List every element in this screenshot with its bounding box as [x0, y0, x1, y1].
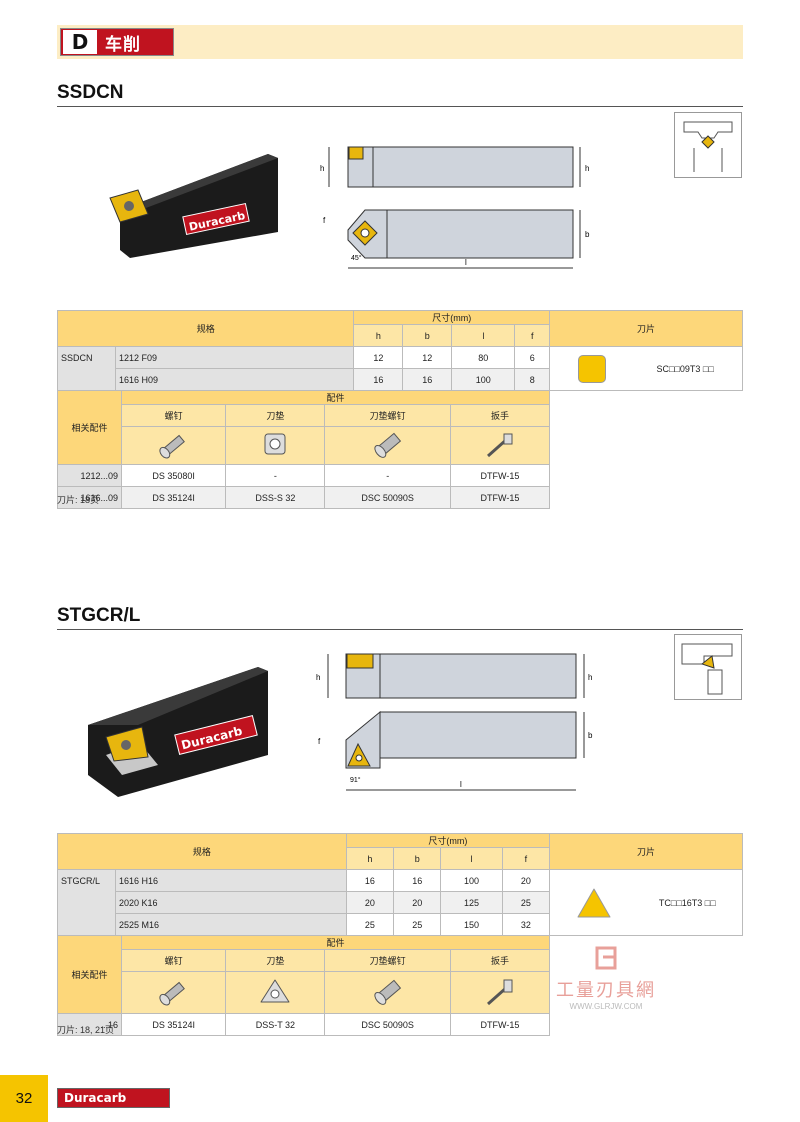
drawing-ssdcn: h h f b l 45°	[320, 146, 590, 269]
table-row: 2525 M16 25 25 150 32	[58, 913, 743, 936]
wrench-icon	[449, 426, 551, 465]
th-size: 尺寸(mm)	[353, 310, 550, 325]
shim-icon	[225, 971, 326, 1014]
watermark-text: 工量刃具網	[556, 980, 656, 1000]
footer-brand-logo: Duracarb	[57, 1088, 170, 1108]
table-row: STGCR/L 1616 H16 16 16 100 20 TC□□16T3 □…	[57, 869, 743, 936]
shim-icon	[225, 426, 326, 465]
screw-icon	[121, 740, 131, 750]
series-name: SSDCN	[57, 346, 116, 391]
section-title-stgcr: STGCR/L	[57, 605, 141, 626]
dim-b: b	[588, 731, 593, 740]
category-logo: D 车削	[60, 28, 174, 56]
logo-letter: D	[63, 30, 97, 54]
series-name: STGCR/L	[57, 869, 116, 936]
accessory-table-ssdcn: 相关配件 配件 螺钉 刀垫 刀垫螺钉 扳手 1212...09 DS 35080…	[57, 390, 551, 509]
th-h: h	[353, 324, 404, 347]
dim-h-right: h	[588, 673, 592, 682]
dim-h-left: h	[320, 164, 324, 173]
insert-code: TC□□16T3 □□	[658, 897, 716, 908]
watermark-url: WWW.GLRJW.COM	[569, 1002, 643, 1011]
category-label: 车削	[105, 34, 141, 55]
screw-icon	[124, 201, 134, 211]
acc-label: 相关配件	[57, 390, 122, 465]
tool-photo-stgcr: Duracarb	[88, 667, 268, 797]
dim-f: f	[323, 216, 326, 225]
page-number: 32	[0, 1075, 48, 1122]
dim-angle: 45°	[351, 254, 362, 262]
table-row: SSDCN 1212 F09 12 12 80 6 SC□□09T3 □□	[57, 346, 743, 391]
shim-screw-icon	[324, 426, 451, 465]
tool-photo-ssdcn: Duracarb	[109, 154, 278, 258]
insert-code: SC□□09T3 □□	[656, 363, 714, 374]
table-row: ...16 DS 35124I DSS-T 32 DSC 50090S DTFW…	[57, 1013, 551, 1036]
wrench-icon	[449, 971, 551, 1014]
schematic-ssdcn	[674, 112, 742, 178]
drawing-stgcr: h h f b l 91°	[316, 653, 593, 791]
dim-f: f	[318, 737, 321, 746]
section-rule	[57, 106, 743, 107]
table-row: 1212...09 DS 35080I - - DTFW-15	[57, 464, 551, 487]
shim-screw-icon	[324, 971, 451, 1014]
insert-cell: TC□□16T3 □□	[549, 869, 743, 936]
spec-table-ssdcn: 规格 尺寸(mm) 刀片 h b l f SSDCN 1212 F09 12 1…	[56, 310, 743, 391]
table-row: 1616...09 DS 35124I DSS-S 32 DSC 50090S …	[57, 486, 551, 509]
spec-table-stgcr: 规格 尺寸(mm) 刀片 h b l f STGCR/L 1616 H16 16…	[57, 833, 743, 936]
dim-l: l	[460, 780, 462, 789]
th-l: l	[451, 324, 516, 347]
dim-h-right: h	[585, 164, 589, 173]
insert-page-note: 刀片: 18, 21页	[57, 1025, 115, 1035]
th-b: b	[402, 324, 453, 347]
th-insert: 刀片	[549, 310, 743, 347]
section-rule	[57, 629, 743, 630]
insert-cell: SC□□09T3 □□	[549, 346, 743, 391]
dim-b: b	[585, 230, 590, 239]
acc-group: 配件	[121, 390, 550, 405]
dim-l: l	[465, 258, 467, 267]
triangle-insert-icon	[577, 888, 611, 917]
th-f: f	[514, 324, 550, 347]
table-row: 2020 K16 20 20 125 25	[58, 891, 743, 914]
table-row: 1616 H09 16 16 100 8	[58, 368, 743, 391]
watermark-logo-icon	[595, 946, 617, 970]
schematic-stgcr	[674, 634, 742, 700]
screw-icon	[120, 971, 227, 1014]
square-insert-icon	[578, 354, 607, 383]
screw-icon	[120, 426, 227, 465]
insert-page-note: 刀片: 18页	[57, 495, 100, 505]
th-spec: 规格	[56, 310, 355, 347]
watermark: 工量刃具網 WWW.GLRJW.COM	[536, 945, 676, 1011]
dim-h-left: h	[316, 673, 320, 682]
accessory-table-stgcr: 相关配件 配件 螺钉 刀垫 刀垫螺钉 扳手 ...16 DS 35124I DS…	[57, 935, 551, 1036]
section-title-ssdcn: SSDCN	[57, 82, 124, 103]
dim-angle: 91°	[350, 776, 361, 784]
